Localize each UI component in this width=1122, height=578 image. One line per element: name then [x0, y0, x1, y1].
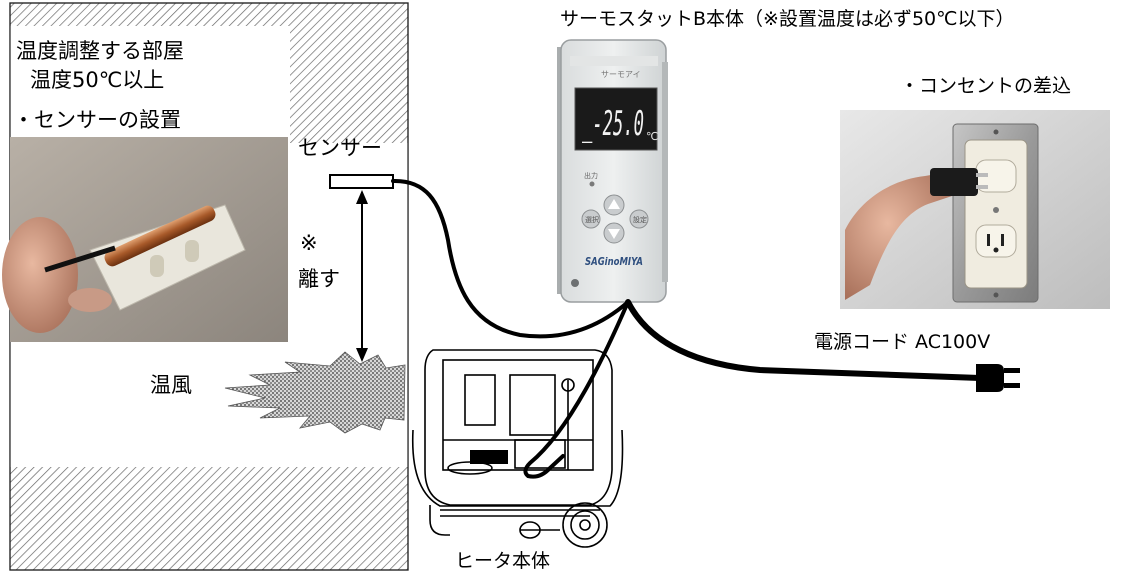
select-button: [581, 209, 601, 229]
heater-drawing: [411, 349, 624, 548]
display-unit: ℃: [646, 130, 658, 143]
set-button: [629, 209, 649, 229]
panel-brand-top: サーモアイ: [601, 70, 641, 79]
power-cord: [625, 299, 983, 381]
sensor-symbol: [329, 174, 394, 189]
heater-cable: [523, 300, 630, 479]
thermostat-device: サーモアイ _-25.0 ℃ 出力 選択 設定 SAGinoMIYA: [557, 39, 668, 303]
display-value: _-25.0: [582, 104, 644, 144]
separate-label: 離す: [298, 267, 340, 291]
sensor-cable: [391, 178, 630, 339]
warm-air-shape: [224, 351, 406, 434]
power-cord-label: 電源コード AC100V: [814, 331, 991, 353]
separation-arrow: [356, 190, 368, 362]
outlet-label: ・コンセントの差込: [900, 75, 1072, 97]
sensor-setup-label: ・センサーの設置: [13, 108, 181, 132]
thermostat-title: サーモスタットB本体（※設置温度は必ず50℃以下）: [560, 8, 1015, 30]
room-title: 温度調整する部屋: [16, 39, 184, 63]
outlet-photo: [840, 110, 1110, 309]
sensor-photo: [2, 137, 288, 342]
set-button-label: 設定: [633, 215, 647, 224]
room-temp-note: 温度50℃以上: [30, 68, 165, 92]
panel-logo: SAGinoMIYA: [585, 255, 643, 268]
separate-mark: ※: [300, 231, 318, 255]
sensor-label: センサー: [298, 136, 382, 160]
heater-label: ヒータ本体: [455, 550, 551, 572]
select-button-label: 選択: [585, 215, 599, 224]
indicator-label: 出力: [584, 171, 598, 180]
warm-air-label: 温風: [150, 373, 192, 397]
power-plug-icon: [976, 364, 1020, 392]
